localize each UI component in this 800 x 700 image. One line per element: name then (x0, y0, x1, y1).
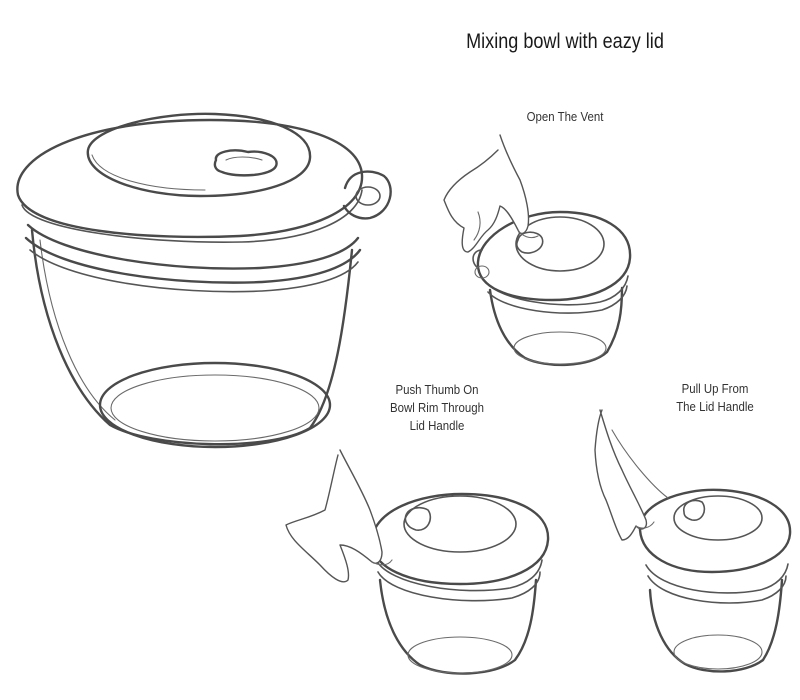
caption-line: Open The Vent (526, 109, 604, 124)
step-caption-push-thumb: Push Thumb On Bowl Rim Through Lid Handl… (380, 381, 494, 435)
caption-line: Lid Handle (409, 418, 465, 433)
step-caption-pull-up: Pull Up From The Lid Handle (658, 380, 772, 416)
page-title: Mixing bowl with eazy lid (466, 30, 664, 53)
main-bowl-illustration (16, 112, 392, 449)
caption-line: Pull Up From (681, 381, 749, 396)
caption-line: Bowl Rim Through (390, 400, 484, 415)
step-open-vent-illustration (443, 134, 632, 367)
step-push-thumb-illustration (285, 449, 550, 675)
caption-line: The Lid Handle (676, 399, 754, 414)
step-pull-up-illustration (594, 409, 792, 673)
caption-line: Push Thumb On (395, 382, 479, 397)
step-caption-open-vent: Open The Vent (503, 108, 626, 126)
